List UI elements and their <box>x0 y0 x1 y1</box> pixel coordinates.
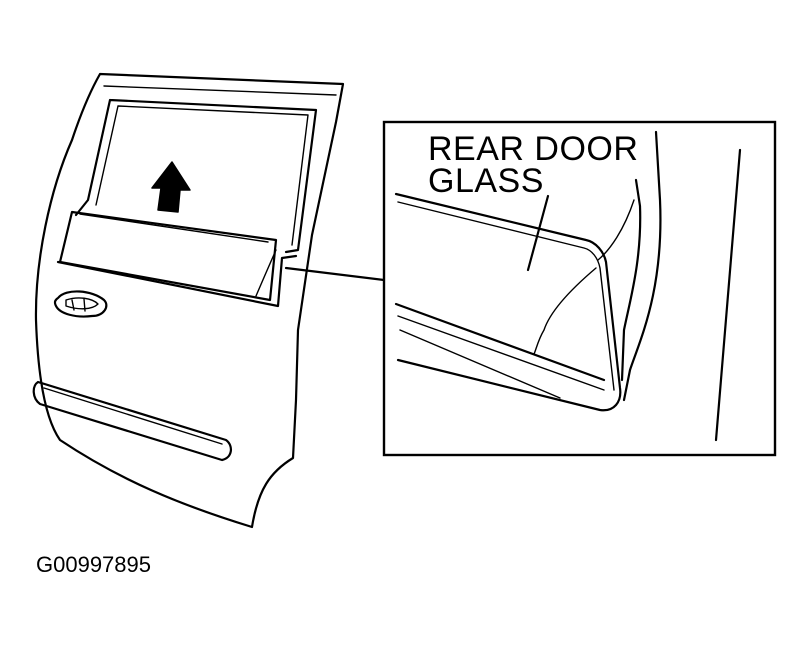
door-top-edge <box>103 85 337 96</box>
glass-panel-curve <box>255 249 277 297</box>
door-outline <box>34 72 345 529</box>
window-frame <box>74 98 318 254</box>
door-belt-line <box>56 254 298 308</box>
callout-label-line2: GLASS <box>428 162 544 200</box>
glass-panel-edge <box>79 213 269 243</box>
callout-label-line1: REAR DOOR <box>428 130 638 168</box>
up-arrow-icon <box>151 161 191 213</box>
glass-panel <box>58 210 278 302</box>
figure-code: G00997895 <box>36 552 151 577</box>
callout-frame <box>382 120 777 457</box>
leader-line <box>284 266 386 282</box>
label-leader <box>526 194 550 272</box>
callout-box: REAR DOOR GLASS <box>382 120 777 457</box>
door-handle-icon <box>53 290 108 318</box>
window-frame-inner <box>95 105 309 246</box>
side-molding <box>32 380 232 462</box>
rear-door-drawing <box>32 72 386 529</box>
side-molding-inner <box>43 387 223 445</box>
detail-drawing <box>394 130 742 442</box>
